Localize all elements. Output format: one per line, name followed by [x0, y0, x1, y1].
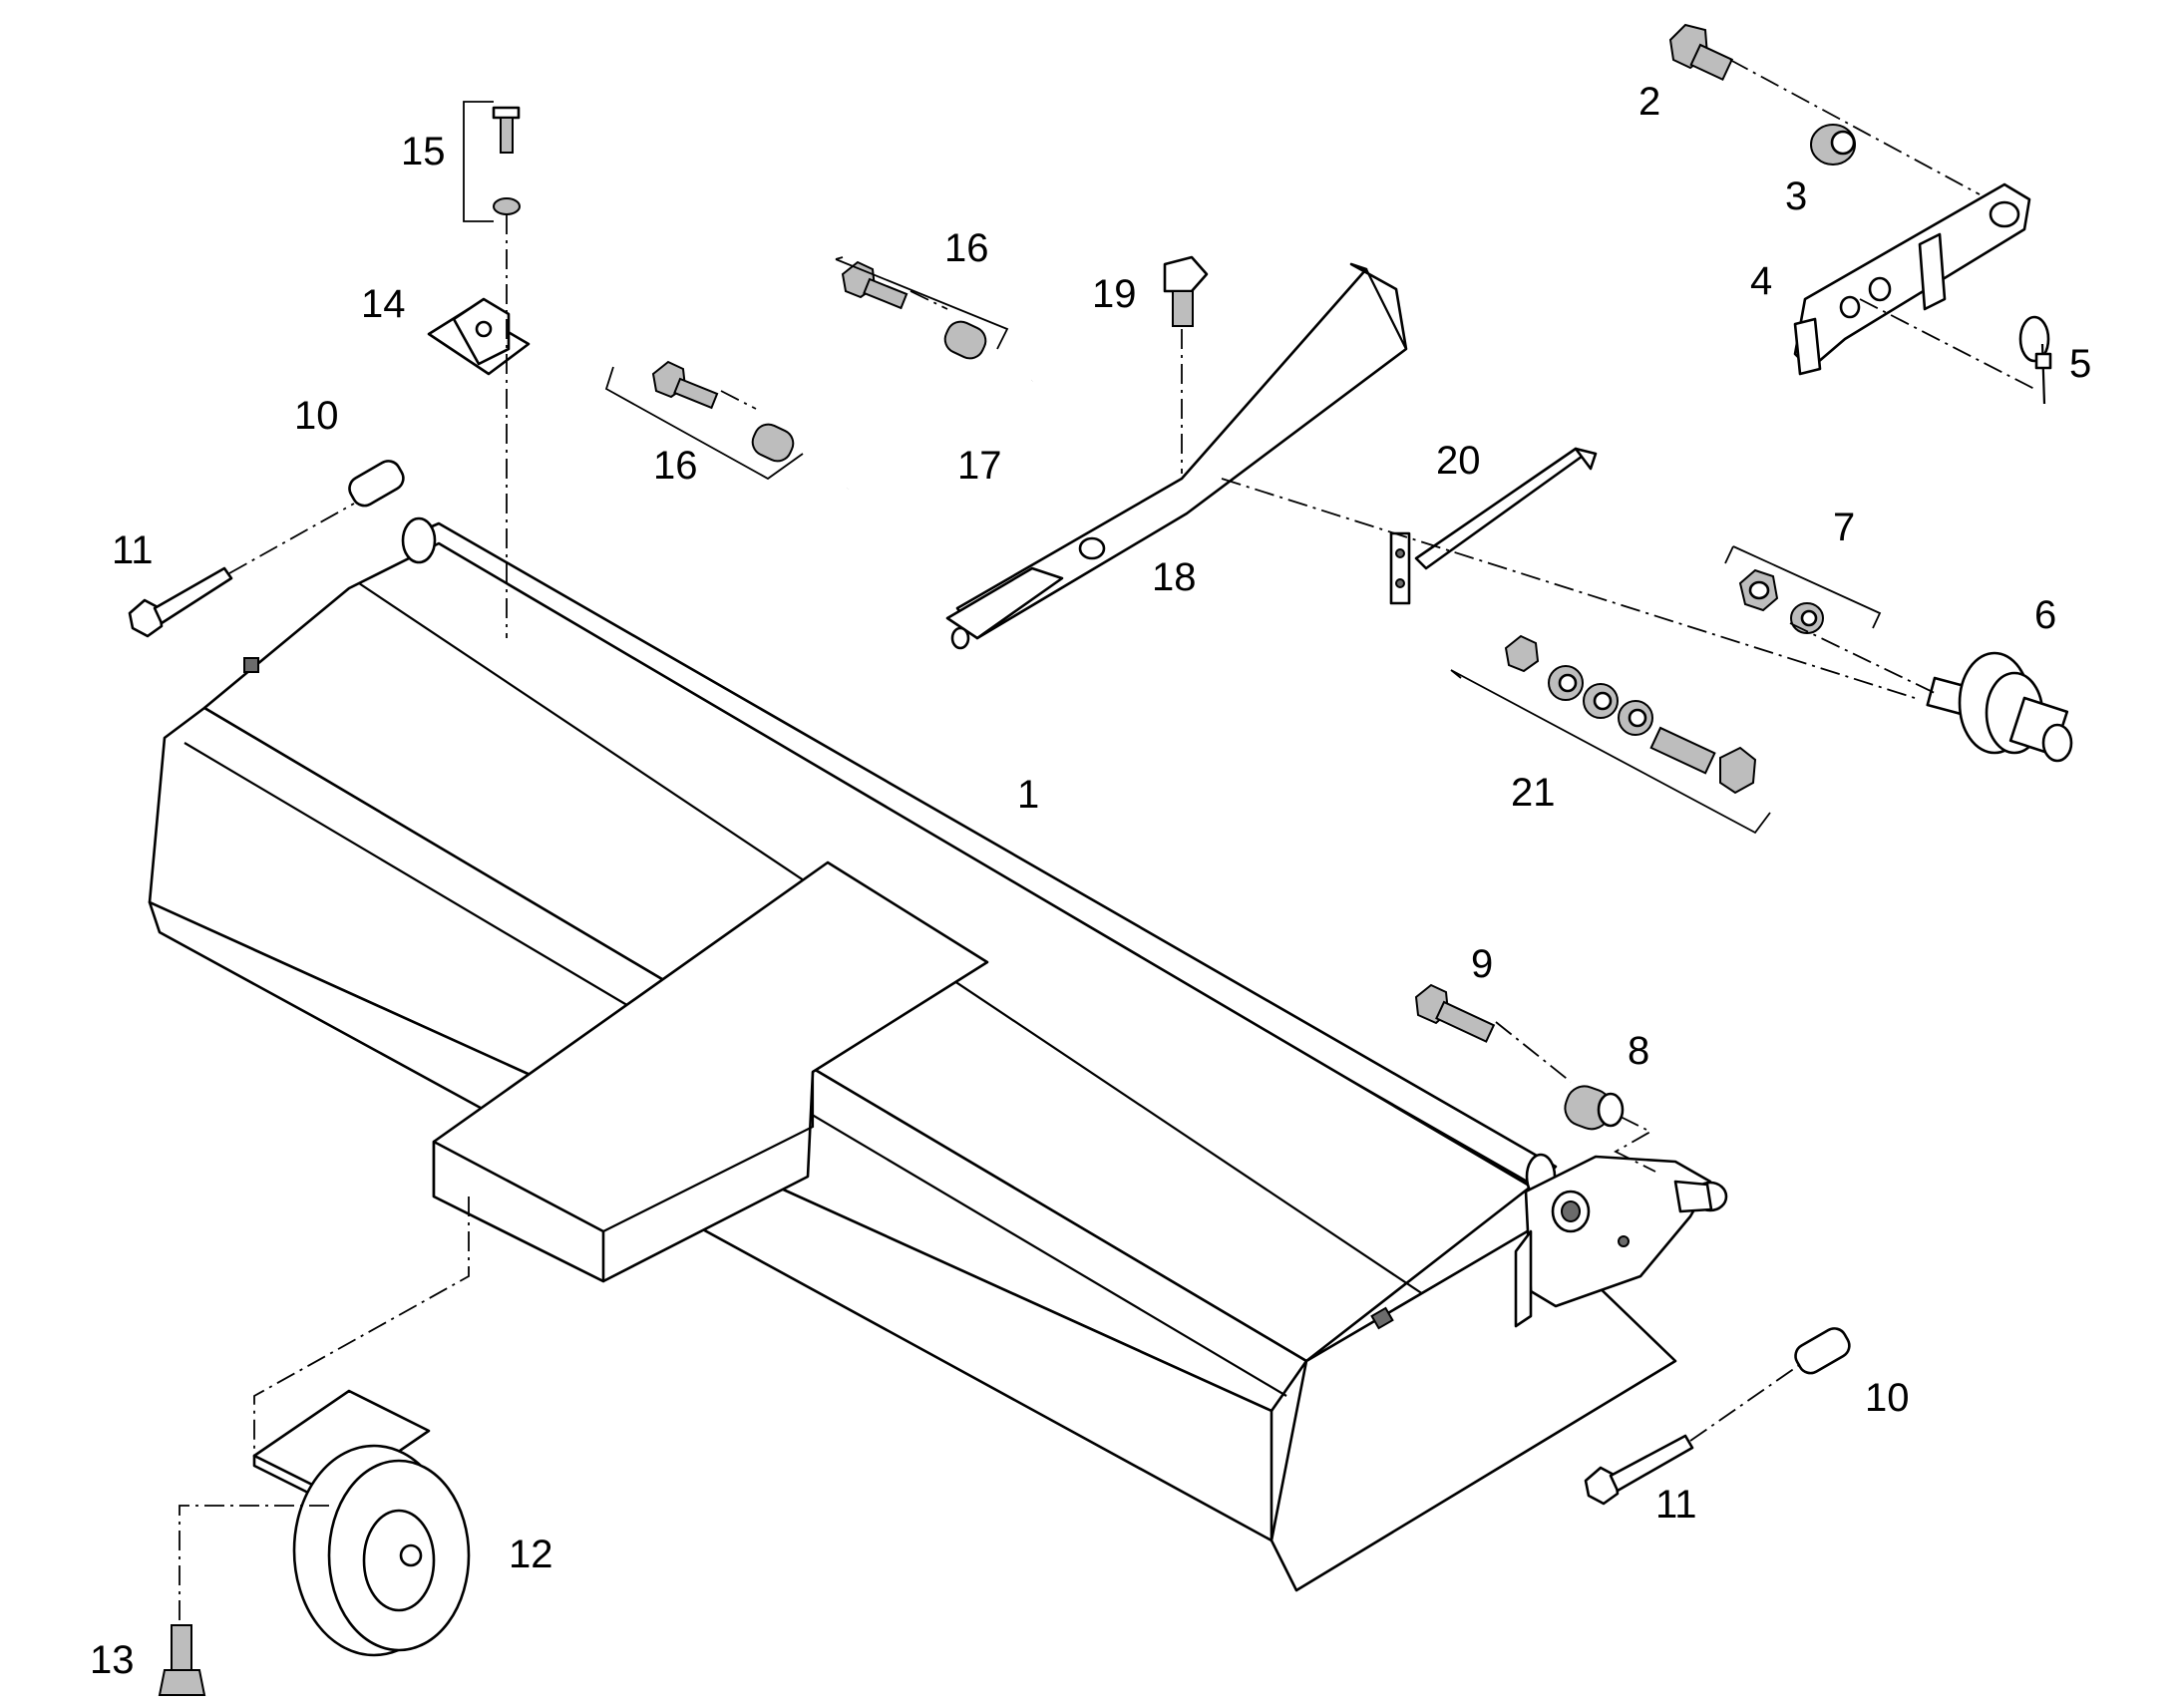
nut-washer-7 [1738, 568, 1824, 634]
callout-20: 20 [1436, 439, 1481, 483]
bolt-11-right [1584, 1434, 1694, 1506]
callout-4: 4 [1750, 259, 1772, 303]
callout-8: 8 [1628, 1029, 1649, 1073]
callout-1: 1 [1017, 773, 1039, 817]
callout-17: 17 [957, 444, 1002, 488]
hardware-set-21 [1504, 634, 1757, 795]
roller-wheel-6 [1926, 651, 2073, 763]
callout-11-left: 11 [112, 528, 154, 572]
bushing-3 [1810, 124, 1856, 166]
spacer-8 [1564, 1085, 1625, 1131]
callout-6: 6 [2034, 593, 2056, 637]
callout-15: 15 [401, 130, 446, 173]
sleeve-10-left [348, 460, 405, 508]
callout-2: 2 [1638, 80, 1660, 124]
hinge-bracket [1514, 1155, 1728, 1328]
bolt-11-left [128, 566, 233, 638]
callout-19: 19 [1092, 272, 1137, 316]
callout-18: 18 [1152, 555, 1197, 599]
link-plate-4 [1793, 182, 2031, 376]
bolt-9 [1414, 983, 1496, 1043]
callout-13: 13 [90, 1638, 135, 1682]
screw-15 [492, 106, 521, 215]
bar-20 [1389, 447, 1598, 605]
sleeve-10-right [1794, 1327, 1851, 1375]
caster-wheel-12 [252, 1389, 471, 1657]
deflector-18 [945, 262, 1408, 650]
callout-16-upper: 16 [944, 226, 989, 270]
callout-16-lower: 16 [653, 444, 698, 488]
hitch-tongue [432, 860, 989, 1283]
callout-3: 3 [1785, 174, 1807, 218]
callout-5: 5 [2069, 342, 2091, 386]
bolt-19 [1163, 255, 1209, 327]
cable-17 [846, 379, 1034, 490]
bolt-13 [158, 1624, 206, 1696]
bracket-14 [427, 297, 531, 376]
leader-lines [179, 59, 2035, 1625]
grouping-brackets [463, 101, 1882, 835]
callout-10-right: 10 [1865, 1376, 1910, 1420]
callout-11-right: 11 [1655, 1483, 1697, 1527]
callout-10-left: 10 [294, 394, 339, 438]
callout-12: 12 [509, 1533, 553, 1576]
bolt-2 [1668, 23, 1734, 82]
clip-5 [2018, 315, 2052, 405]
bolt-spacer-16-lower [651, 360, 795, 463]
callout-9: 9 [1471, 942, 1493, 986]
callout-labels: 1 2 3 4 5 6 7 8 9 10 10 11 11 12 13 14 1… [90, 80, 2091, 1682]
callout-14: 14 [361, 282, 406, 326]
callout-7: 7 [1833, 506, 1855, 549]
callout-21: 21 [1511, 771, 1556, 815]
